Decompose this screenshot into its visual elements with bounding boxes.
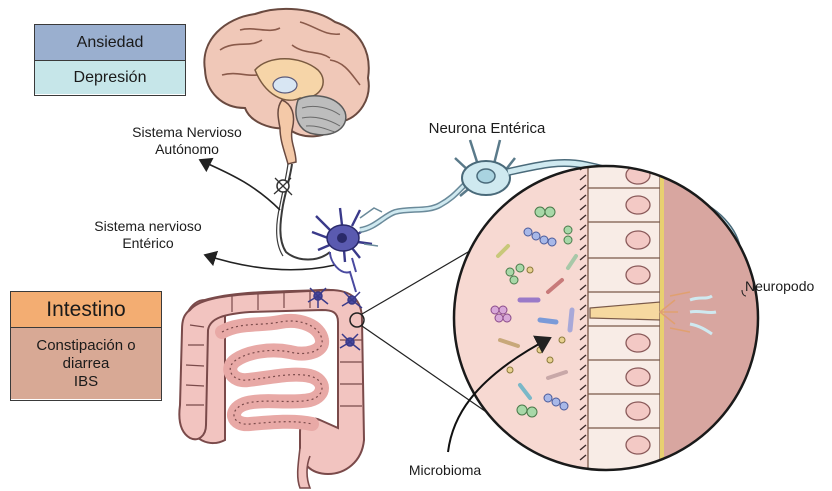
gut-symptom-line-1: Constipación o [36,337,135,355]
enteric-nervous-system-label: Sistema nervioso Entérico [78,218,218,252]
gut-box: Intestino Constipación o diarrea IBS [10,291,162,401]
autonomic-label-line-1: Sistema Nervioso [112,124,262,141]
intestine-icon [179,284,370,488]
depression-label: Depresión [74,69,147,87]
gut-symptom-line-2: diarrea [63,355,110,373]
anxiety-cell: Ansiedad [35,25,185,61]
anxiety-label: Ansiedad [77,34,144,52]
gut-title: Intestino [46,298,125,322]
neuropod-label: Neuropodo [745,278,830,295]
enteric-system-label-line-2: Entérico [78,235,218,252]
enteric-system-neuron-icon [312,208,372,292]
microbiome-magnifier-icon [454,160,770,480]
mood-box: Ansiedad Depresión [34,24,186,96]
depression-cell: Depresión [35,61,185,94]
microbiome-label: Microbioma [385,462,505,479]
enteric-system-label-line-1: Sistema nervioso [78,218,218,235]
enteric-neuron-label: Neurona Entérica [412,120,562,137]
autonomic-nervous-system-label: Sistema Nervioso Autónomo [112,124,262,158]
gut-symptom-line-3: IBS [74,373,98,391]
gut-title-cell: Intestino [11,292,161,328]
gut-symptoms-cell: Constipación o diarrea IBS [11,328,161,399]
vagal-neuron-icon [274,178,292,195]
autonomic-label-line-2: Autónomo [112,141,262,158]
